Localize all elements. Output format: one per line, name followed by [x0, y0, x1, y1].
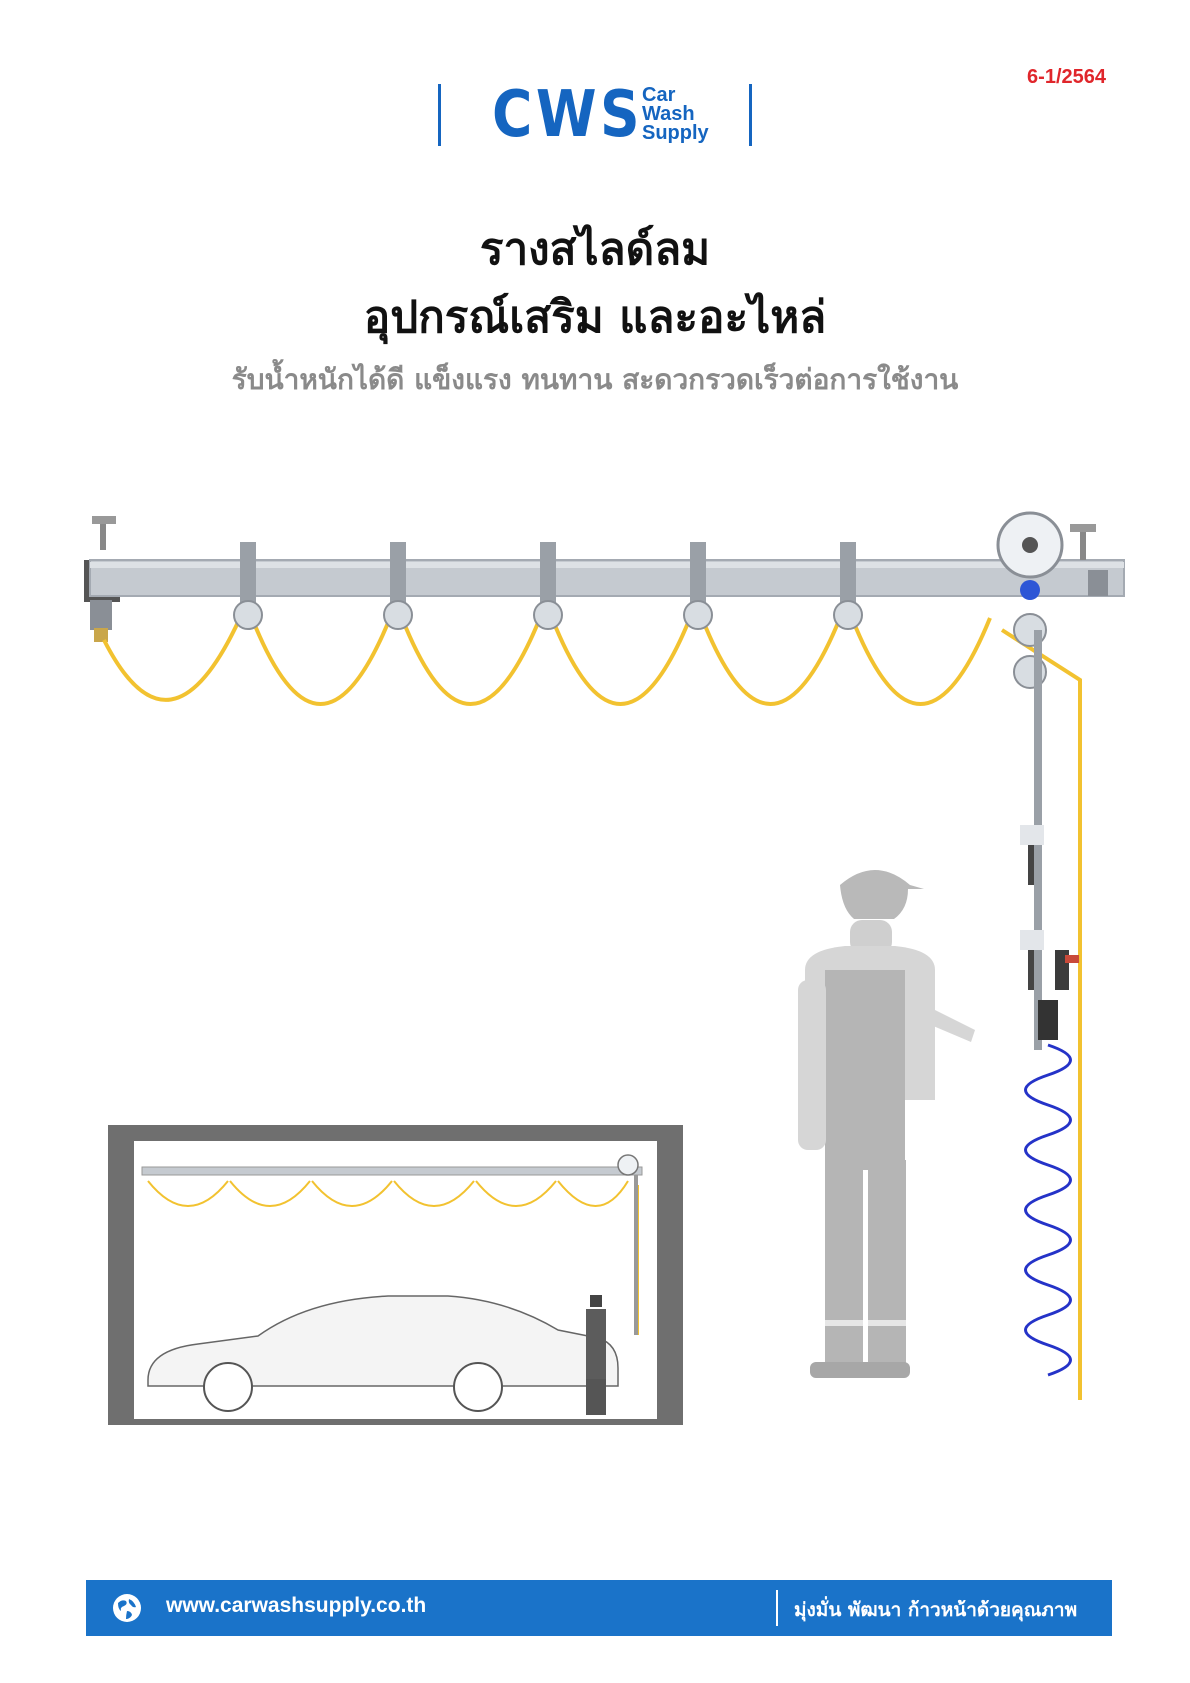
- trolley-5: [833, 542, 863, 630]
- trolley-1: [233, 542, 263, 630]
- logo-subtitle: Car Wash Supply: [642, 84, 709, 144]
- document-code: 6-1/2564: [1027, 66, 1106, 88]
- right-end-assembly: [996, 511, 1108, 1050]
- installation-inset-diagram: [108, 1125, 683, 1425]
- page-subtitle: รับน้ำหนักได้ดี แข็งแรง ทนทาน สะดวกรวดเร…: [231, 363, 959, 396]
- logo-divider-right: [749, 84, 752, 146]
- footer-website[interactable]: www.carwashsupply.co.th: [166, 1594, 427, 1617]
- car-outline: [147, 1295, 619, 1387]
- logo-sub-line3: Supply: [642, 122, 709, 144]
- trolley-2: [383, 542, 413, 630]
- footer-bar: www.carwashsupply.co.th มุ่งมั่น พัฒนา ก…: [86, 1580, 1112, 1636]
- page-title-line2: อุปกรณ์เสริม และอะไหล่: [363, 292, 827, 343]
- blue-coil-hose: [1024, 1043, 1072, 1377]
- globe-icon: [113, 1594, 141, 1622]
- footer-slogan: มุ่งมั่น พัฒนา ก้าวหน้าด้วยคุณภาพ: [794, 1599, 1078, 1621]
- logo-sub-line2: Wash: [642, 103, 695, 125]
- footer-divider: [776, 1590, 778, 1626]
- logo-sub-line1: Car: [642, 84, 676, 106]
- trolley-4: [683, 542, 713, 630]
- worker-silhouette: [798, 870, 975, 1378]
- logo-mark: CWS: [492, 78, 644, 152]
- logo-divider-left: [438, 84, 441, 146]
- page-title-line1: รางสไลด์ลม: [479, 224, 711, 275]
- cws-logo: CWS Car Wash Supply: [438, 80, 752, 150]
- air-rail-illustration: [84, 511, 1125, 1400]
- trolley-3: [533, 542, 563, 630]
